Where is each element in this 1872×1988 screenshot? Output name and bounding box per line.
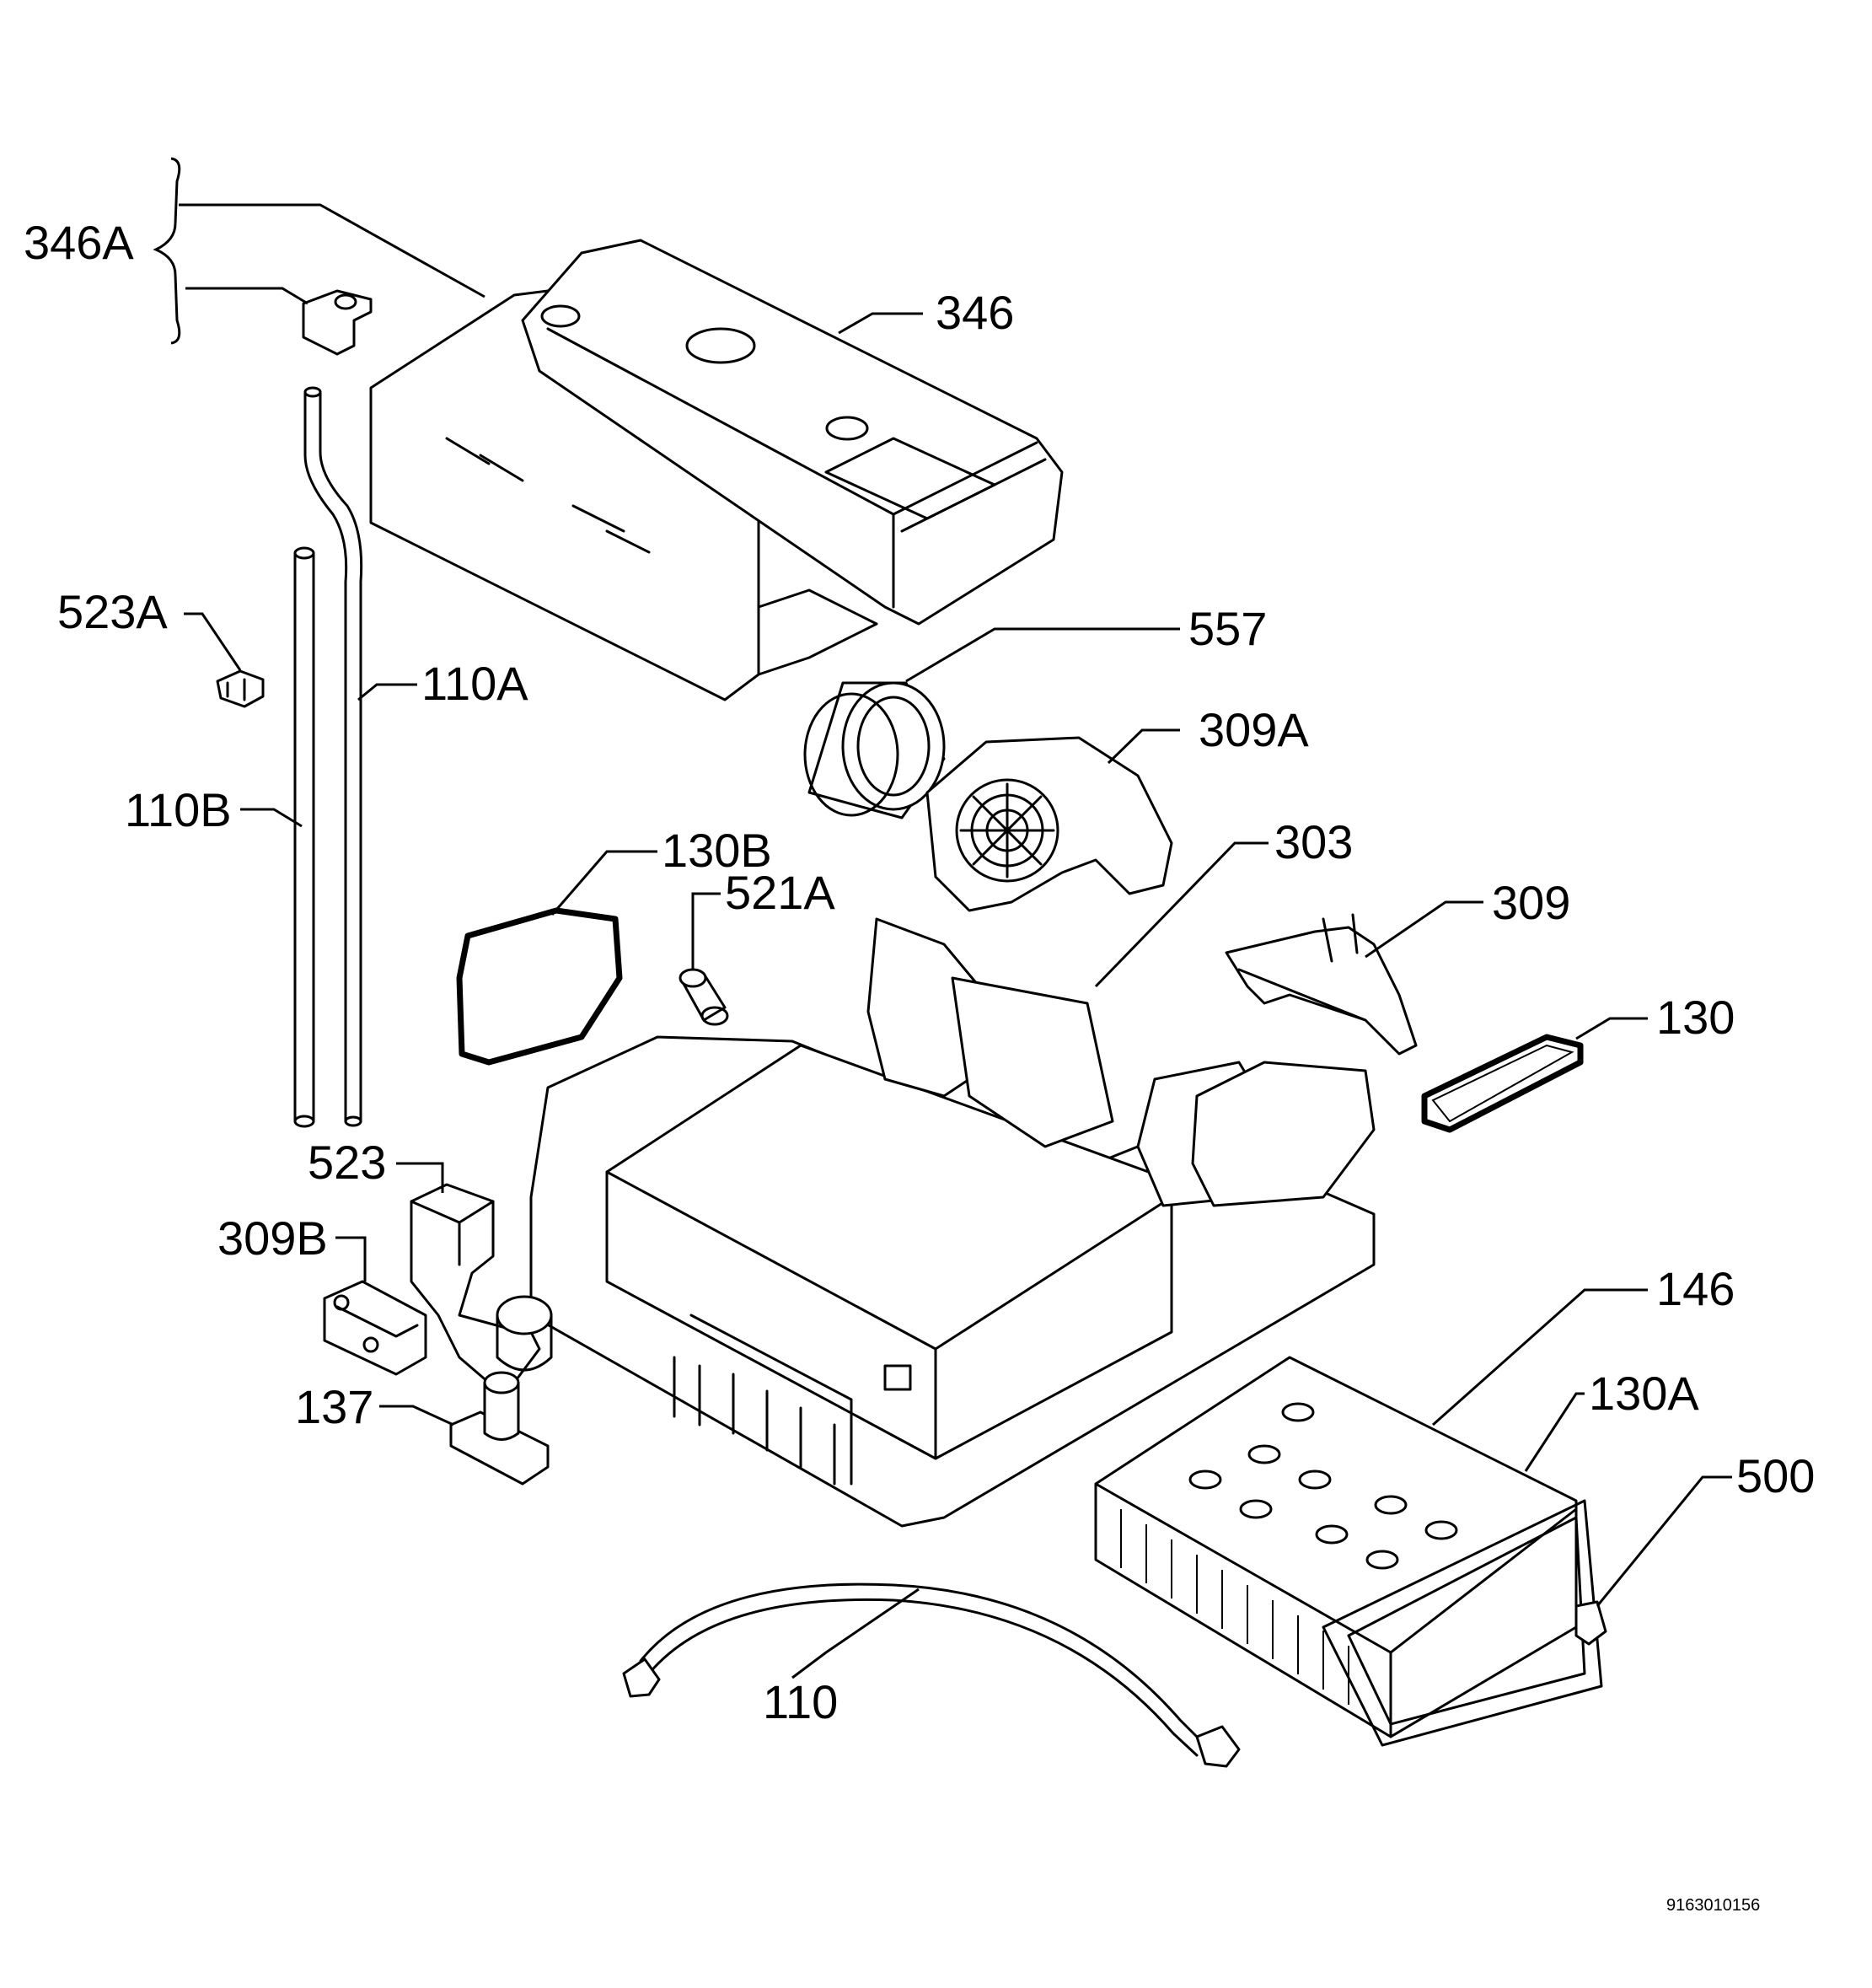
part-309-air-duct[interactable]: [1225, 913, 1418, 1056]
leader-146: [1432, 1288, 1648, 1427]
part-500-condenser-clip[interactable]: [1574, 1600, 1607, 1646]
document-number: 9163010156: [1666, 1896, 1760, 1915]
part-110-drain-hose[interactable]: [622, 1582, 1241, 1768]
leader-346A-lower: [185, 287, 308, 305]
leader-309: [1365, 900, 1483, 959]
brace-346A: [153, 157, 181, 345]
part-130A-condenser-seal[interactable]: [1322, 1499, 1603, 1747]
part-110A-bent-hose[interactable]: [303, 386, 363, 1127]
callout-521A: 521A: [725, 866, 835, 919]
part-110B-straight-hose[interactable]: [293, 546, 315, 1128]
callout-110A: 110A: [421, 657, 528, 710]
callout-146: 146: [1656, 1262, 1735, 1315]
part-146-condenser[interactable]: [1094, 1356, 1578, 1738]
leader-130B: [550, 850, 657, 916]
part-346-water-container-housing[interactable]: [369, 239, 1064, 701]
leader-557: [905, 627, 1180, 683]
leader-lines: [153, 157, 1732, 1679]
part-557-seal-ring[interactable]: [803, 681, 946, 819]
leader-110A: [357, 683, 417, 701]
callout-523: 523: [308, 1136, 386, 1189]
leader-346: [838, 312, 923, 335]
part-309B-valve-holder[interactable]: [323, 1280, 427, 1376]
leader-346A-upper: [179, 203, 485, 298]
callout-labels: 346A 346 523A 110A 110B 557 309A 130B 52…: [24, 216, 1815, 1728]
callout-110: 110: [763, 1675, 838, 1728]
part-309A-fan-housing-cover[interactable]: [925, 736, 1173, 912]
leader-521A: [691, 892, 721, 970]
callout-557: 557: [1188, 602, 1267, 655]
callout-130A: 130A: [1589, 1367, 1699, 1420]
part-130-gasket[interactable]: [1421, 1034, 1584, 1133]
part-303-base-housing[interactable]: [529, 917, 1376, 1528]
leader-137: [379, 1405, 454, 1427]
callout-130B: 130B: [662, 824, 772, 877]
part-523-valve[interactable]: [410, 1183, 553, 1384]
part-346A-bracket-clip[interactable]: [302, 289, 373, 356]
callout-523A: 523A: [57, 585, 168, 638]
leader-309A: [1107, 728, 1180, 765]
leader-523A: [184, 612, 242, 671]
leader-309B: [335, 1236, 367, 1281]
leader-110B: [240, 808, 303, 828]
leader-130A: [1524, 1392, 1585, 1472]
part-521A-sleeve[interactable]: [679, 968, 729, 1026]
callout-500: 500: [1736, 1449, 1815, 1502]
callout-303: 303: [1274, 815, 1353, 868]
leader-130: [1575, 1017, 1648, 1040]
callout-346A: 346A: [24, 216, 134, 269]
callout-137: 137: [295, 1380, 373, 1433]
callout-309B: 309B: [217, 1212, 328, 1265]
leader-110: [791, 1588, 920, 1679]
callout-346: 346: [936, 286, 1014, 339]
part-130B-gasket[interactable]: [456, 907, 623, 1066]
callout-110B: 110B: [125, 783, 232, 836]
leader-523: [396, 1162, 444, 1193]
callout-130: 130: [1656, 991, 1735, 1044]
callout-309A: 309A: [1199, 703, 1309, 756]
leader-303: [1094, 841, 1269, 988]
part-523A-small-clip[interactable]: [216, 669, 265, 708]
leader-500: [1596, 1475, 1732, 1607]
part-137-float-switch[interactable]: [449, 1371, 550, 1486]
callout-309: 309: [1492, 876, 1570, 929]
